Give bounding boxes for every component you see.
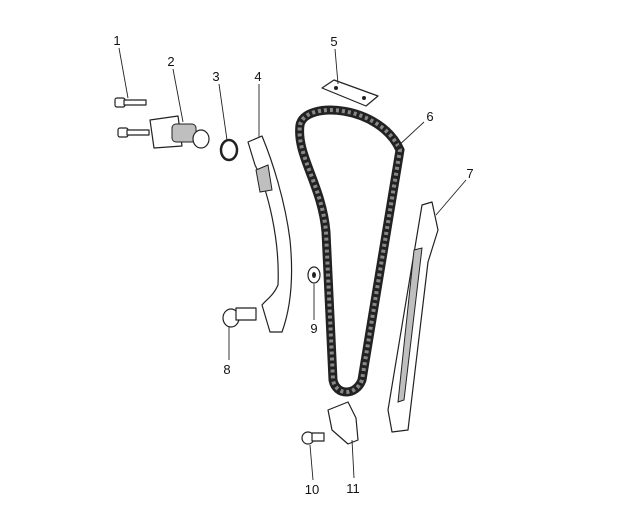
callout-6: 6 [426,109,433,124]
part-3-o-ring [219,138,239,162]
callout-8: 8 [223,362,230,377]
part-4-tensioner-guide [247,135,293,333]
guide-pad [255,164,273,193]
callout-11: 11 [346,481,360,496]
callout-9: 9 [310,321,317,336]
callout-1: 1 [113,33,120,48]
part-6-timing-chain [295,105,405,397]
part-5-plate [321,79,379,107]
part-11-slipper [327,401,359,445]
part-8-pivot-bolt [222,307,257,328]
callout-4: 4 [254,69,261,84]
part-10-bolt [301,431,325,445]
leader-lines [118,47,467,481]
callout-3: 3 [212,69,219,84]
part-2-tensioner [149,115,210,149]
part-1-bolts [114,97,150,138]
callout-5: 5 [330,34,337,49]
callout-2: 2 [167,54,174,69]
callout-10: 10 [305,482,319,497]
part-7-chain-guide [387,201,439,433]
callout-7: 7 [466,166,473,181]
